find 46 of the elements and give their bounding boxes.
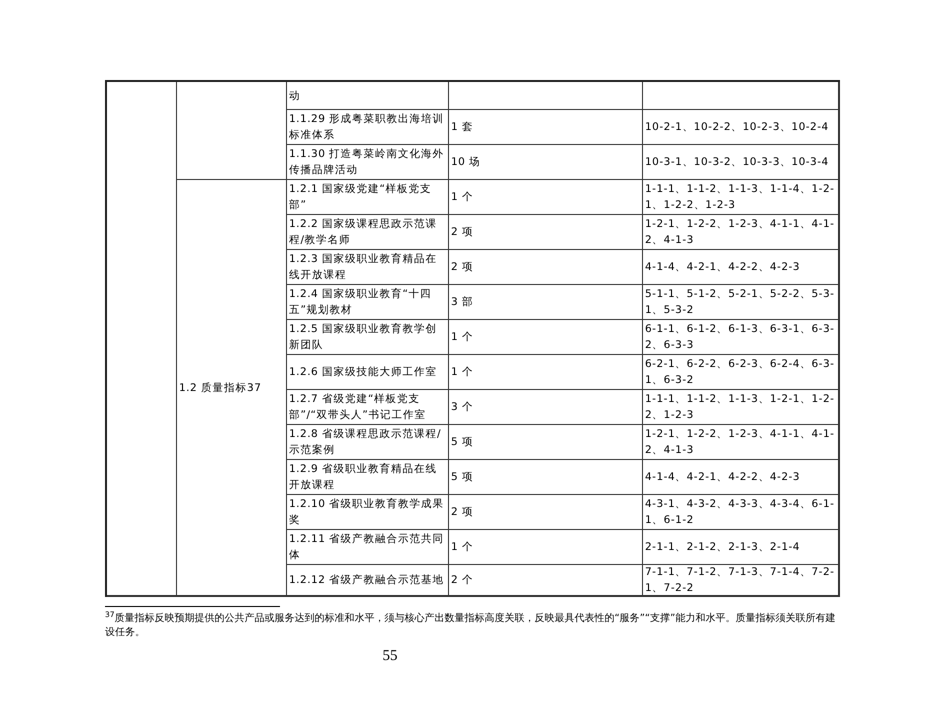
table-cell: 1-2-1、1-2-2、1-2-3、4-1-1、4-1-2、4-1-3 — [643, 425, 840, 460]
table-cell: 1.2.10 省级职业教育教学成果奖 — [287, 495, 449, 530]
table-cell: 1.2.11 省级产教融合示范共同体 — [287, 530, 449, 565]
table-cell: 1.2.4 国家级职业教育“十四五”规划教材 — [287, 285, 449, 320]
table-cell: 1.2 质量指标37 — [177, 180, 287, 597]
table-cell: 6-2-1、6-2-2、6-2-3、6-2-4、6-3-1、6-3-2 — [643, 355, 840, 390]
table-cell: 2 个 — [449, 565, 643, 597]
table-cell: 2-1-1、2-1-2、2-1-3、2-1-4 — [643, 530, 840, 565]
table-cell: 1.2.3 国家级职业教育精品在线开放课程 — [287, 250, 449, 285]
table-cell: 1 个 — [449, 320, 643, 355]
table-cell: 3 个 — [449, 390, 643, 425]
table-cell: 5 项 — [449, 425, 643, 460]
table-cell: 1 个 — [449, 530, 643, 565]
table-cell: 2 项 — [449, 215, 643, 250]
table-cell: 1.2.5 国家级职业教育教学创新团队 — [287, 320, 449, 355]
table-cell: 1 套 — [449, 110, 643, 145]
table-cell: 10-2-1、10-2-2、10-2-3、10-2-4 — [643, 110, 840, 145]
table-cell: 1.2.8 省级课程思政示范课程/示范案例 — [287, 425, 449, 460]
table-cell: 10 场 — [449, 145, 643, 180]
table-cell: 1 个 — [449, 355, 643, 390]
table-cell: 1-2-1、1-2-2、1-2-3、4-1-1、4-1-2、4-1-3 — [643, 215, 840, 250]
table-cell: 6-1-1、6-1-2、6-1-3、6-3-1、6-3-2、6-3-3 — [643, 320, 840, 355]
table-cell: 1.1.30 打造粤菜岭南文化海外传播品牌活动 — [287, 145, 449, 180]
table-cell: 2 项 — [449, 495, 643, 530]
table-cell: 1.2.7 省级党建“样板党支部”/“双带头人”书记工作室 — [287, 390, 449, 425]
table-cell: 1.2.12 省级产教融合示范基地 — [287, 565, 449, 597]
table-cell: 3 部 — [449, 285, 643, 320]
table-cell: 5 项 — [449, 460, 643, 495]
table-cell: 4-1-4、4-2-1、4-2-2、4-2-3 — [643, 460, 840, 495]
table-cell: 10-3-1、10-3-2、10-3-3、10-3-4 — [643, 145, 840, 180]
table-cell: 4-1-4、4-2-1、4-2-2、4-2-3 — [643, 250, 840, 285]
table-cell: 1-1-1、1-1-2、1-1-3、1-1-4、1-2-1、1-2-2、1-2-3 — [643, 180, 840, 215]
table-cell: 1.2.1 国家级党建“样板党支部” — [287, 180, 449, 215]
table-cell: 1.1.29 形成粤菜职教出海培训标准体系 — [287, 110, 449, 145]
footnote: $^{37}$质量指标反映预期提供的公共产品或服务达到的标准和水平，须与核心产出数量指标高度关联，反映最具代表性的“服务”“支撑”能力和水平。质量指标须关联所有建设任务。 — [105, 612, 836, 640]
table-cell: 4-3-1、4-3-2、4-3-3、4-3-4、6-1-1、6-1-2 — [643, 495, 840, 530]
page-number: 55 — [382, 647, 398, 666]
table-cell: 1.2.6 国家级技能大师工作室 — [287, 355, 449, 390]
table-cell: 2 项 — [449, 250, 643, 285]
table-cell: 7-1-1、7-1-2、7-1-3、7-1-4、7-2-1、7-2-2 — [643, 565, 840, 597]
table-cell: 1 个 — [449, 180, 643, 215]
table-cell: 动 — [287, 82, 449, 110]
table-cell: 5-1-1、5-1-2、5-2-1、5-2-2、5-3-1、5-3-2 — [643, 285, 840, 320]
table-cell: 1-1-1、1-1-2、1-1-3、1-2-1、1-2-2、1-2-3 — [643, 390, 840, 425]
table-cell: 1.2.9 省级职业教育精品在线开放课程 — [287, 460, 449, 495]
table-cell: 1.2.2 国家级课程思政示范课程/教学名师 — [287, 215, 449, 250]
